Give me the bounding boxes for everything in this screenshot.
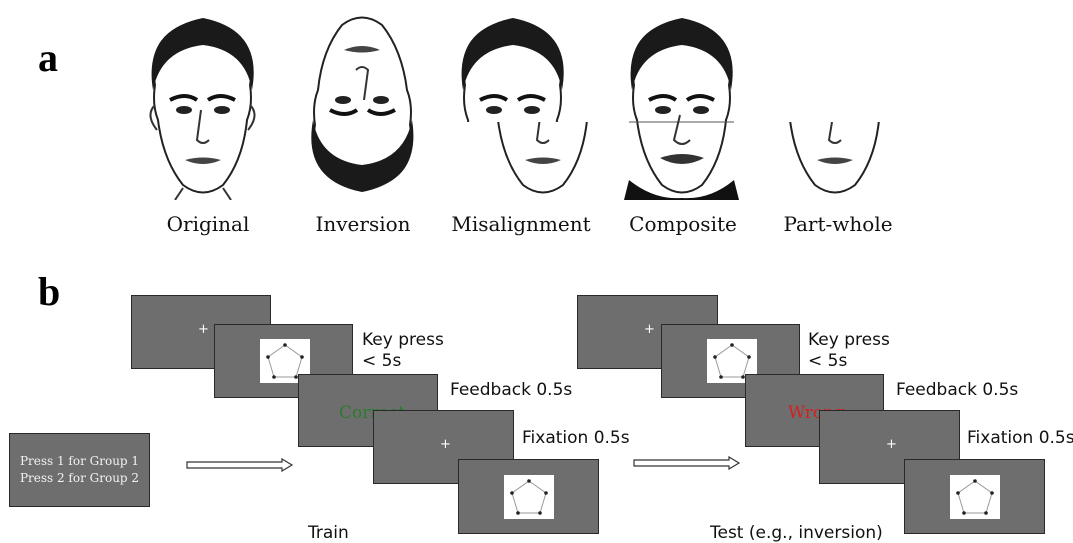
test-feedback-label: Feedback 0.5s <box>896 380 1019 400</box>
train-stimulus-screen-2 <box>458 459 599 534</box>
train-feedback-label: Feedback 0.5s <box>450 380 573 400</box>
face-label-misalignment: Misalignment <box>451 212 591 236</box>
panel-label-a: a <box>38 35 58 80</box>
face-original-image <box>149 18 256 200</box>
face-label-composite: Composite <box>629 212 737 236</box>
test-fixation-label: Fixation 0.5s <box>967 428 1073 448</box>
pentagon-stimulus-icon <box>950 475 1000 519</box>
arrow-to-test <box>633 456 741 470</box>
arrow-to-train <box>186 458 294 472</box>
test-key-press-label: Key press < 5s <box>808 330 890 371</box>
fixation-cross-icon: + <box>644 322 655 337</box>
instruction-screen: Press 1 for Group 1 Press 2 for Group 2 <box>9 433 150 507</box>
fixation-cross-icon: + <box>198 322 209 337</box>
instruction-line-2: Press 2 for Group 2 <box>19 471 140 485</box>
face-composite-image <box>624 18 739 200</box>
face-part-whole-image <box>789 122 880 194</box>
fixation-cross-icon: + <box>886 437 897 452</box>
face-inversion-image <box>311 16 414 192</box>
face-label-part-whole: Part-whole <box>783 212 893 236</box>
face-label-original: Original <box>166 212 250 236</box>
instruction-line-1: Press 1 for Group 1 <box>19 454 140 468</box>
train-caption: Train <box>308 523 349 543</box>
train-key-press-label: Key press < 5s <box>362 330 444 371</box>
pentagon-stimulus-icon <box>504 475 554 519</box>
face-misalignment-image <box>461 18 588 194</box>
fixation-cross-icon: + <box>440 437 451 452</box>
train-fixation-label: Fixation 0.5s <box>522 428 630 448</box>
test-caption: Test (e.g., inversion) <box>710 523 883 543</box>
panel-label-b: b <box>38 269 61 314</box>
face-label-inversion: Inversion <box>315 212 411 236</box>
test-stimulus-screen-2 <box>904 459 1045 534</box>
